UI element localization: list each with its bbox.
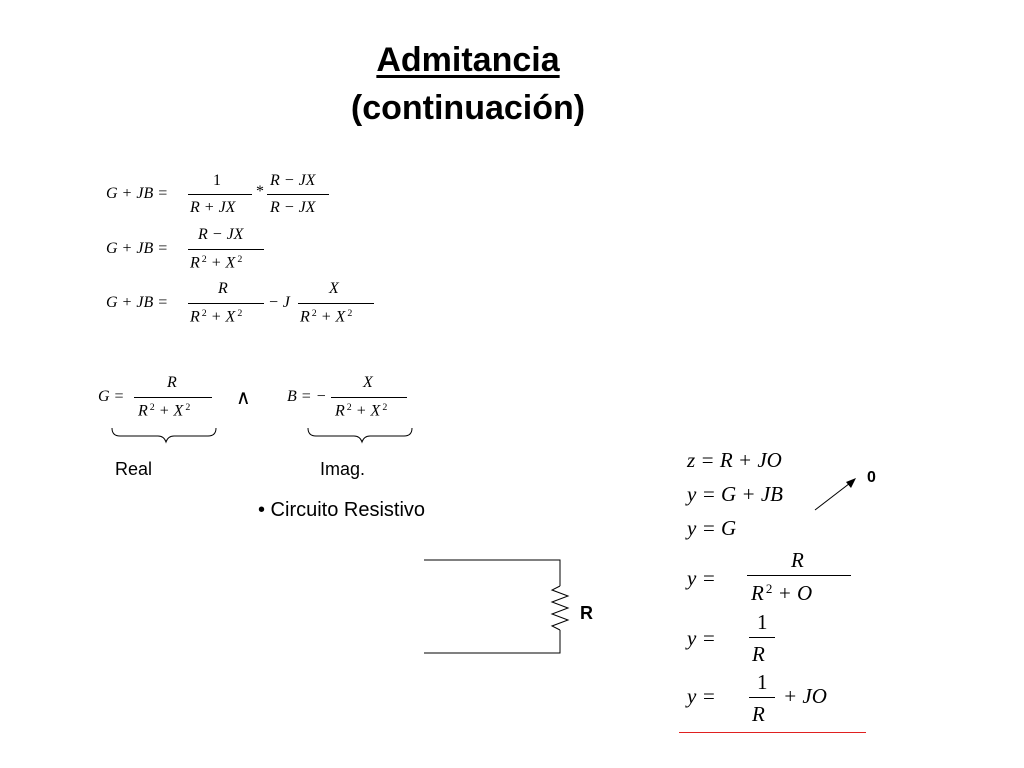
zero-label: 0 [867, 469, 876, 486]
resistor-symbol [550, 585, 570, 631]
bullet-circuito-resistivo: • Circuito Resistivo [258, 499, 426, 521]
resistor-label: R [580, 603, 593, 623]
real-label: Real [115, 459, 153, 479]
real-underbrace [111, 427, 217, 444]
imag-label: Imag. [320, 459, 366, 479]
impedance-equation: z = R + JO [687, 448, 782, 472]
resistive-circuit-diagram [424, 559, 570, 654]
slide-title: Admitancia [376, 41, 560, 79]
red-underline [679, 732, 866, 733]
circuit-wire-bottom [424, 630, 561, 654]
slide-subtitle: (continuación) [350, 89, 586, 127]
admittance-real-only-equation: y = G [687, 516, 737, 540]
admittance-equation: y = G + JB [687, 482, 783, 506]
circuit-wire-top [424, 559, 561, 586]
imag-underbrace [307, 427, 413, 444]
